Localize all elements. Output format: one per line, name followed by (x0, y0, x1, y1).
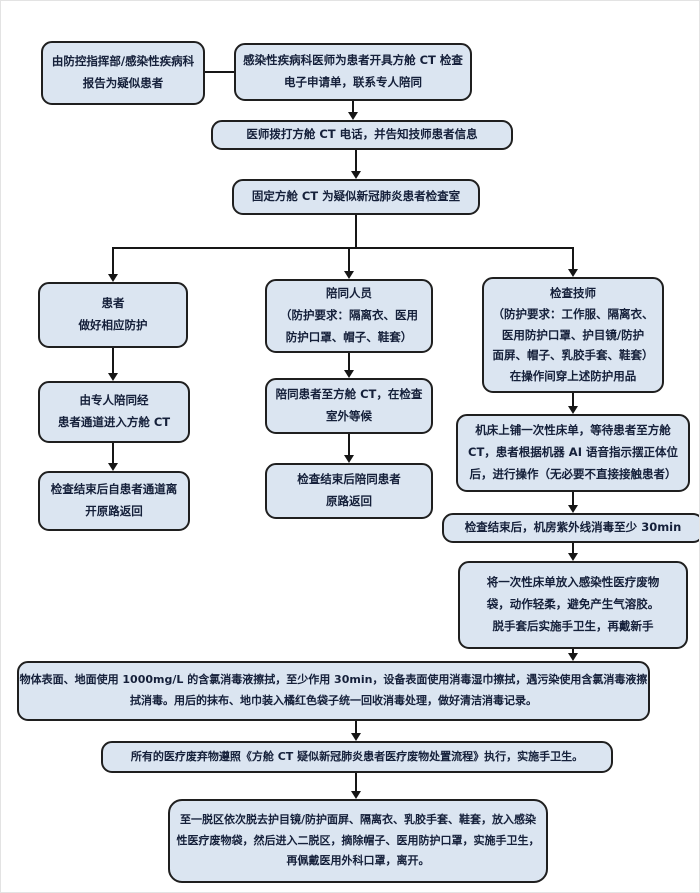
arrow-down-icon (344, 271, 354, 279)
node-text: （防护要求：隔离衣、医用 (280, 308, 418, 323)
connector-order-to-call (352, 101, 354, 113)
node-text: CT，患者根据机器 AI 语音指示摆正体位 (468, 445, 678, 460)
node-sheet-dispose: 将一次性床单放入感染性医疗废物 袋，动作轻柔，避免产生气溶胶。 脱手套后实施手卫… (458, 561, 688, 649)
connector-escort-2-3 (348, 434, 350, 455)
node-text: 报告为疑似患者 (82, 76, 164, 90)
connector-escort-1-2 (348, 353, 350, 370)
node-text: 医用防护口罩、护目镜/防护 (501, 327, 645, 342)
node-text: 防护口罩、帽子、鞋套） (285, 329, 413, 344)
arrow-down-icon (344, 455, 354, 463)
node-escort-wait: 陪同患者至方舱 CT，在检查 室外等候 (265, 378, 433, 434)
arrow-down-icon (568, 406, 578, 414)
node-fix-exam-room: 固定方舱 CT 为疑似新冠肺炎患者检查室 (232, 179, 480, 215)
node-text: 做好相应防护 (78, 318, 148, 332)
node-text: 检查结束后陪同患者 (297, 472, 401, 487)
node-text: 检查结束后自患者通道离 (50, 482, 178, 497)
node-text: 陪同人员 (326, 286, 372, 301)
connector-tech-2-3 (572, 492, 574, 505)
node-text: 医师拨打方舱 CT 电话，并告知技师患者信息 (246, 127, 478, 142)
node-text: 原路返回 (326, 494, 372, 508)
node-escort-protection: 陪同人员 （防护要求：隔离衣、医用 防护口罩、帽子、鞋套） (265, 279, 433, 353)
arrow-down-icon (108, 373, 118, 381)
arrow-down-icon (348, 112, 358, 120)
node-text: 物体表面、地面使用 1000mg/L 的含氯消毒液擦拭，至少作用 30min，设… (19, 673, 648, 687)
connector-report-to-order (205, 71, 234, 73)
node-text: 脱手套后实施手卫生，再戴新手 (492, 618, 654, 633)
connector-branch-bar (112, 247, 574, 249)
arrow-down-icon (568, 269, 578, 277)
node-text: 再佩戴医用外科口罩，离开。 (286, 854, 430, 868)
node-text: 检查结束后，机房紫外线消毒至少 30min (464, 520, 682, 535)
node-report-suspected: 由防控指挥部/感染性疾病科 报告为疑似患者 (41, 41, 205, 105)
connector-branch-right (572, 247, 574, 270)
node-call-technician: 医师拨打方舱 CT 电话，并告知技师患者信息 (211, 120, 513, 150)
node-patient-protection: 患者 做好相应防护 (38, 282, 188, 348)
node-text: 由防控指挥部/感染性疾病科 (51, 54, 195, 69)
arrow-down-icon (568, 505, 578, 513)
node-text: 感染性疾病科医师为患者开具方舱 CT 检查 (243, 53, 463, 68)
connector-call-to-fix (355, 150, 357, 171)
arrow-down-icon (351, 733, 361, 741)
connector-patient-2-3 (112, 443, 114, 463)
node-text: （防护要求：工作服、隔离衣、 (492, 306, 654, 321)
connector-tech-3-4 (572, 543, 574, 553)
node-text: 拭消毒。用后的抹布、地巾装入橘红色袋子统一回收消毒处理，做好清洁消毒记录。 (130, 694, 537, 707)
node-text: 机床上铺一次性床单，等待患者至方舱 (475, 423, 671, 438)
connector-branch-left (112, 247, 114, 275)
node-text: 在操作间穿上述防护用品 (509, 369, 637, 384)
node-medical-waste: 所有的医疗废弃物遵照《方舱 CT 疑似新冠肺炎患者医疗废物处置流程》执行，实施手… (101, 741, 613, 773)
node-text: 后，进行操作（无必要不直接接触患者） (469, 466, 677, 481)
connector-patient-1-2 (112, 348, 114, 373)
node-doffing: 至一脱区依次脱去护目镜/防护面屏、隔离衣、乳胶手套、鞋套，放入感染 性医疗废物袋… (168, 799, 548, 883)
node-text: 性医疗废物袋，然后进入二脱区，摘除帽子、医用防护口罩，实施手卫生， (176, 833, 540, 847)
node-uv-disinfect: 检查结束后，机房紫外线消毒至少 30min (442, 513, 699, 543)
node-text: 由专人陪同经 (79, 393, 149, 408)
node-surface-disinfect: 物体表面、地面使用 1000mg/L 的含氯消毒液擦拭，至少作用 30min，设… (17, 661, 650, 721)
node-text: 检查技师 (550, 286, 596, 301)
node-text: 患者通道进入方舱 CT (57, 415, 171, 429)
node-text: 陪同患者至方舱 CT，在检查 (275, 387, 423, 402)
node-patient-enter: 由专人陪同经 患者通道进入方舱 CT (38, 381, 190, 443)
node-technician-operate: 机床上铺一次性床单，等待患者至方舱 CT，患者根据机器 AI 语音指示摆正体位 … (456, 414, 690, 492)
connector-fix-stem (355, 215, 357, 248)
node-text: 将一次性床单放入感染性医疗废物 (486, 575, 660, 590)
connector-tech4-to-disinfect (572, 649, 574, 653)
node-text: 袋，动作轻柔，避免产生气溶胶。 (486, 597, 660, 612)
node-text: 患者 (101, 296, 125, 311)
node-text: 开原路返回 (85, 504, 143, 518)
node-technician-protection: 检查技师 （防护要求：工作服、隔离衣、 医用防护口罩、护目镜/防护 面屏、帽子、… (482, 277, 664, 393)
node-text: 面屏、帽子、乳胶手套、鞋套） (492, 348, 654, 363)
connector-waste-to-doffing (355, 773, 357, 791)
connector-disinfect-to-waste (355, 721, 357, 733)
node-escort-return: 检查结束后陪同患者 原路返回 (265, 463, 433, 519)
arrow-down-icon (108, 463, 118, 471)
node-ct-order: 感染性疾病科医师为患者开具方舱 CT 检查 电子申请单，联系专人陪同 (234, 43, 472, 101)
arrow-down-icon (351, 171, 361, 179)
connector-branch-middle (348, 247, 350, 272)
connector-tech-1-2 (572, 393, 574, 406)
node-text: 室外等候 (326, 409, 372, 423)
arrow-down-icon (568, 553, 578, 561)
arrow-down-icon (108, 274, 118, 282)
node-text: 所有的医疗废弃物遵照《方舱 CT 疑似新冠肺炎患者医疗废物处置流程》执行，实施手… (130, 749, 584, 763)
node-text: 固定方舱 CT 为疑似新冠肺炎患者检查室 (251, 189, 461, 204)
arrow-down-icon (344, 370, 354, 378)
node-text: 电子申请单，联系专人陪同 (284, 75, 422, 89)
arrow-down-icon (568, 653, 578, 661)
node-patient-leave: 检查结束后自患者通道离 开原路返回 (38, 471, 190, 531)
node-text: 至一脱区依次脱去护目镜/防护面屏、隔离衣、乳胶手套、鞋套，放入感染 (179, 812, 536, 826)
arrow-down-icon (351, 791, 361, 799)
